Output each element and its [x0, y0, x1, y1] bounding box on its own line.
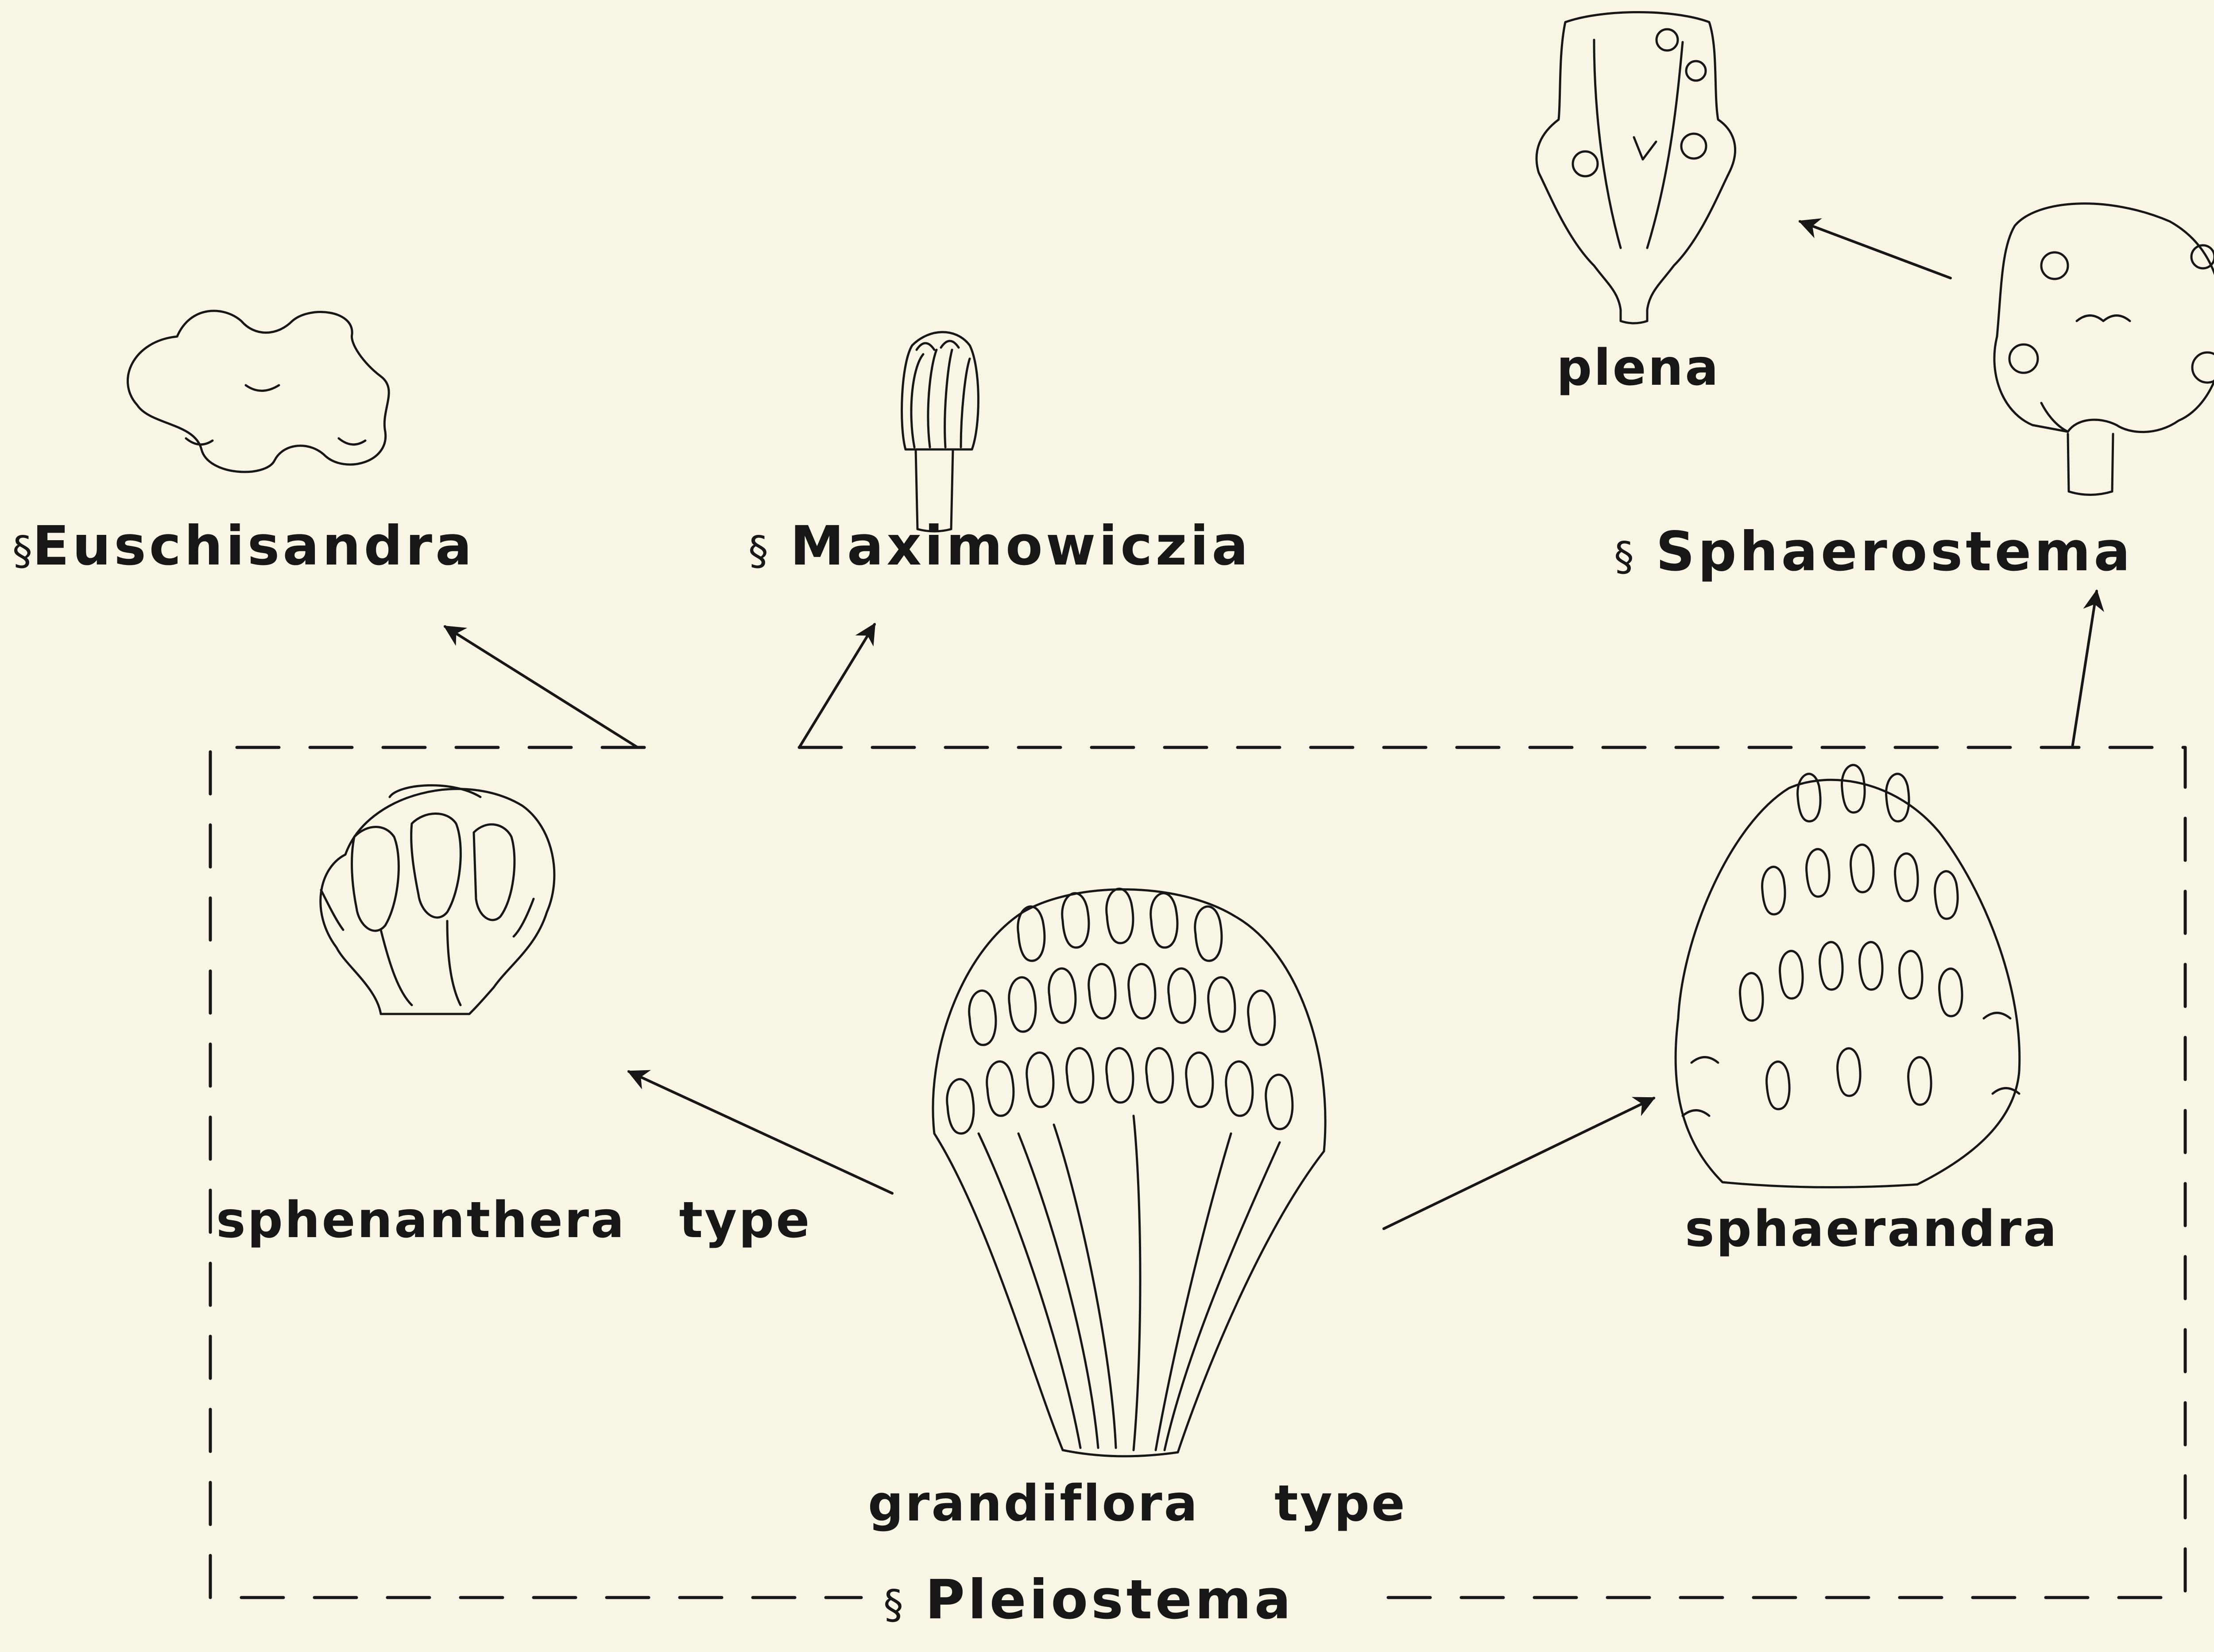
- taxon-sphaerandra-label: sphaerandra: [1685, 1204, 2059, 1254]
- section-mark: §: [12, 528, 32, 574]
- sphaerostema-androecium-drawing: [1994, 204, 2214, 495]
- plena-androecium-drawing: [1537, 12, 1735, 324]
- arrow-to-sphaerandra: [1384, 1098, 1654, 1229]
- box-bottom-edge: [1388, 747, 2185, 1598]
- section-mark: §: [1614, 534, 1634, 580]
- section-maximowiczia-label: § Maximowiczia: [748, 519, 1251, 573]
- section-name: Sphaerostema: [1656, 520, 2133, 583]
- section-euschisandra-label: §Euschisandra: [12, 519, 475, 573]
- section-name: Maximowiczia: [790, 515, 1251, 577]
- section-pleiostema-label: § Pleiostema: [883, 1573, 1294, 1627]
- maximowiczia-androecium-drawing: [902, 332, 979, 531]
- arrow-to-sphaerostema: [2072, 591, 2097, 747]
- taxon-name: grandiflora: [868, 1475, 1199, 1532]
- sphenanthera-androecium-drawing: [321, 785, 554, 1014]
- box-top-edge: [210, 747, 861, 1598]
- section-sphaerostema-label: § Sphaerostema: [1614, 525, 2133, 579]
- arrow-to-sphenanthera: [629, 1072, 892, 1193]
- sphaerandra-anthers: [1683, 765, 2019, 1116]
- section-name: Euschisandra: [32, 515, 475, 577]
- grandiflora-anthers: [947, 889, 1293, 1134]
- grandiflora-androecium-drawing: [933, 889, 1325, 1456]
- section-name: Pleiostema: [925, 1568, 1294, 1631]
- pleiostema-box: [210, 747, 2185, 1598]
- taxon-name: sphenanthera: [216, 1192, 626, 1249]
- taxon-plena-label: plena: [1556, 343, 1720, 393]
- taxon-suffix: type: [1274, 1475, 1407, 1532]
- section-mark: §: [883, 1582, 903, 1628]
- sphaerandra-androecium-drawing: [1676, 765, 2020, 1188]
- euschisandra-androecium-drawing: [128, 311, 389, 472]
- taxon-suffix: type: [679, 1192, 812, 1249]
- section-mark: §: [748, 528, 768, 574]
- arrow-to-plena: [1800, 221, 1951, 278]
- arrow-to-maximowiczia: [799, 624, 875, 747]
- arrow-to-euschisandra: [445, 627, 638, 747]
